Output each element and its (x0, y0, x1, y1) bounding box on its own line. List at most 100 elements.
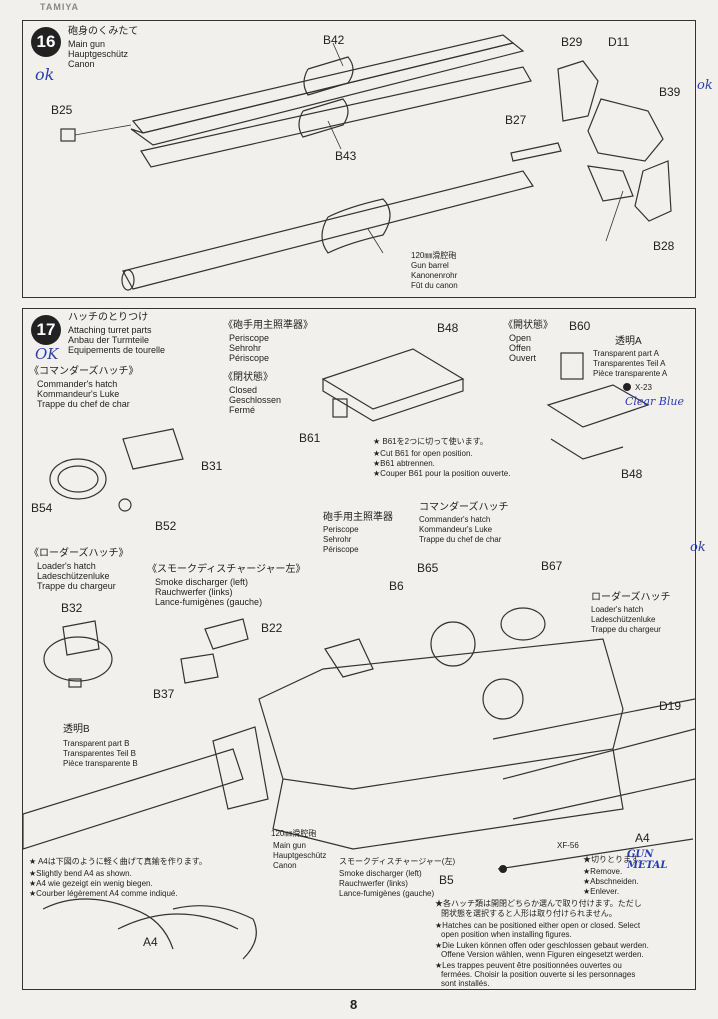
label-b28: B28 (653, 239, 675, 253)
hatch-note-jp2: 閉状態を選択すると人形は取り付けられません。 (441, 909, 617, 918)
label-b61: B61 (299, 431, 321, 445)
handwritten-ok-16: ok (35, 65, 55, 84)
smoke2-de: Rauchwerfer (links) (339, 879, 408, 888)
label-b32: B32 (61, 601, 83, 615)
label-b43: B43 (335, 149, 357, 163)
label-b37: B37 (153, 687, 175, 701)
transparent-b-jp: 透明B (63, 724, 90, 735)
step-16-number: 16 (31, 27, 61, 57)
transparent-a-fr: Pièce transparente A (593, 369, 668, 378)
label-b48-top: B48 (437, 321, 459, 335)
main-gun-drawing (60, 34, 672, 291)
commander2-de: Kommandeur's Luke (419, 525, 493, 534)
barrel-note-de: Kanonenrohr (411, 271, 458, 280)
label-b29: B29 (561, 35, 583, 49)
loader-hatch-de: Ladeschützenluke (37, 571, 110, 581)
cut-note-en: ★Cut B61 for open position. (373, 449, 473, 458)
hatch-note-fr1: ★Les trappes peuvent être positionnées o… (435, 961, 622, 970)
commander2-jp: コマンダーズハッチ (419, 502, 509, 513)
side-ok-1: ok (697, 78, 713, 93)
step-16-title-en: Main gun (68, 39, 106, 49)
loader2-jp: ローダーズハッチ (591, 592, 671, 603)
label-b31: B31 (201, 459, 223, 473)
hatch-note-en2: open position when installing figures. (441, 930, 572, 939)
periscope2-de: Sehrohr (323, 535, 352, 544)
step-17-title-de: Anbau der Turmteile (68, 335, 150, 345)
open-jp: 《開状態》 (503, 320, 553, 331)
smoke-left-de: Rauchwerfer (links) (155, 587, 233, 597)
label-b42: B42 (323, 33, 345, 47)
commander-hatch-de: Kommandeur's Luke (37, 389, 120, 399)
turret-drawing (23, 348, 695, 960)
label-d19: D19 (659, 699, 682, 713)
side-ok-2: ok (690, 540, 706, 555)
bend-note-de: ★A4 wie gezeigt ein wenig biegen. (29, 879, 153, 888)
bend-note-fr: ★Courber légèrement A4 comme indiqué. (29, 889, 178, 898)
commander-hatch-fr: Trappe du chef de char (37, 399, 130, 409)
periscope-fr: Périscope (229, 353, 270, 363)
transparent-b-de: Transparentes Teil B (63, 749, 136, 758)
loader-hatch-fr: Trappe du chargeur (37, 581, 116, 591)
label-d11: D11 (608, 35, 630, 49)
step-16-panel: 16 砲身のくみたて Main gun Hauptgeschütz Canon … (22, 20, 696, 298)
paint-xf56: XF-56 (557, 841, 579, 850)
bend-note-jp: ★ A4は下図のように軽く曲げて真鍮を作ります。 (29, 857, 207, 866)
commander2-en: Commander's hatch (419, 515, 491, 524)
label-b39: B39 (659, 85, 681, 99)
cut-note-jp: ★ B61を2つに切って使います。 (373, 437, 488, 446)
step-17-number: 17 (31, 315, 61, 345)
paint-x23: X-23 (635, 383, 652, 392)
cut-note-de: ★B61 abtrennen. (373, 459, 435, 468)
label-b54: B54 (31, 501, 53, 515)
transparent-a-de: Transparentes Teil A (593, 359, 666, 368)
smoke2-jp: スモークディスチャージャー(左) (339, 857, 456, 866)
loader-hatch-jp: 《ローダーズハッチ》 (29, 548, 129, 559)
open-fr: Ouvert (509, 353, 537, 363)
handwritten-ok-17: OK (35, 345, 59, 363)
brand-header: TAMIYA (40, 2, 80, 12)
step-17-panel: 17 ハッチのとりつけ Attaching turret parts Anbau… (22, 308, 696, 990)
periscope-jp: 《砲手用主照準器》 (223, 320, 313, 331)
page-number: 8 (350, 997, 358, 1012)
commander2-fr: Trappe du chef de char (419, 535, 502, 544)
gun2-jp: 120㎜滑腔砲 (271, 829, 317, 838)
smoke-left-jp: 《スモークディスチャージャー左》 (147, 564, 306, 575)
commander-hatch-jp: 《コマンダーズハッチ》 (29, 366, 139, 377)
bend-note-en: ★Slightly bend A4 as shown. (29, 869, 132, 878)
closed-fr: Fermé (229, 405, 256, 415)
transparent-b-fr: Pièce transparente B (63, 759, 138, 768)
hatch-note-de1: ★Die Luken können offen oder geschlossen… (435, 941, 649, 950)
loader2-de: Ladeschützenluke (591, 615, 656, 624)
periscope2-fr: Périscope (323, 545, 359, 554)
smoke-left-en: Smoke discharger (left) (155, 577, 249, 587)
gun2-fr: Canon (273, 861, 297, 870)
handwritten-gun-metal: GUN METAL (627, 849, 668, 871)
smoke2-fr: Lance-fumigènes (gauche) (339, 889, 435, 898)
hatch-note-de2: Offene Version wählen, wenn Figuren eing… (441, 950, 644, 959)
step-16-title-de: Hauptgeschütz (68, 49, 129, 59)
label-a4-right: A4 (635, 831, 650, 845)
periscope-en: Periscope (229, 333, 270, 343)
label-b48-bottom: B48 (621, 467, 643, 481)
open-de: Offen (509, 343, 531, 353)
step-16-title-jp: 砲身のくみたて (68, 26, 139, 37)
label-b25: B25 (51, 103, 73, 117)
label-a4-bottom: A4 (143, 935, 158, 949)
closed-en: Closed (229, 385, 258, 395)
label-b6: B6 (389, 579, 404, 593)
label-b22: B22 (261, 621, 283, 635)
remove-note-jp: ★切りとります。 (583, 855, 647, 864)
barrel-note-en: Gun barrel (411, 261, 449, 270)
commander-hatch-en: Commander's hatch (37, 379, 118, 389)
periscope-de: Sehrohr (229, 343, 262, 353)
remove-note-en: ★Remove. (583, 867, 623, 876)
label-b65: B65 (417, 561, 439, 575)
remove-note-de: ★Abschneiden. (583, 877, 639, 886)
barrel-note-fr: Fût du canon (411, 281, 458, 290)
handwritten-clear-blue: Clear Blue (625, 395, 684, 408)
smoke2-en: Smoke discharger (left) (339, 869, 422, 878)
loader2-fr: Trappe du chargeur (591, 625, 661, 634)
gun2-de: Hauptgeschütz (273, 851, 327, 860)
transparent-a-jp: 透明A (615, 336, 642, 347)
gun2-en: Main gun (273, 841, 306, 850)
